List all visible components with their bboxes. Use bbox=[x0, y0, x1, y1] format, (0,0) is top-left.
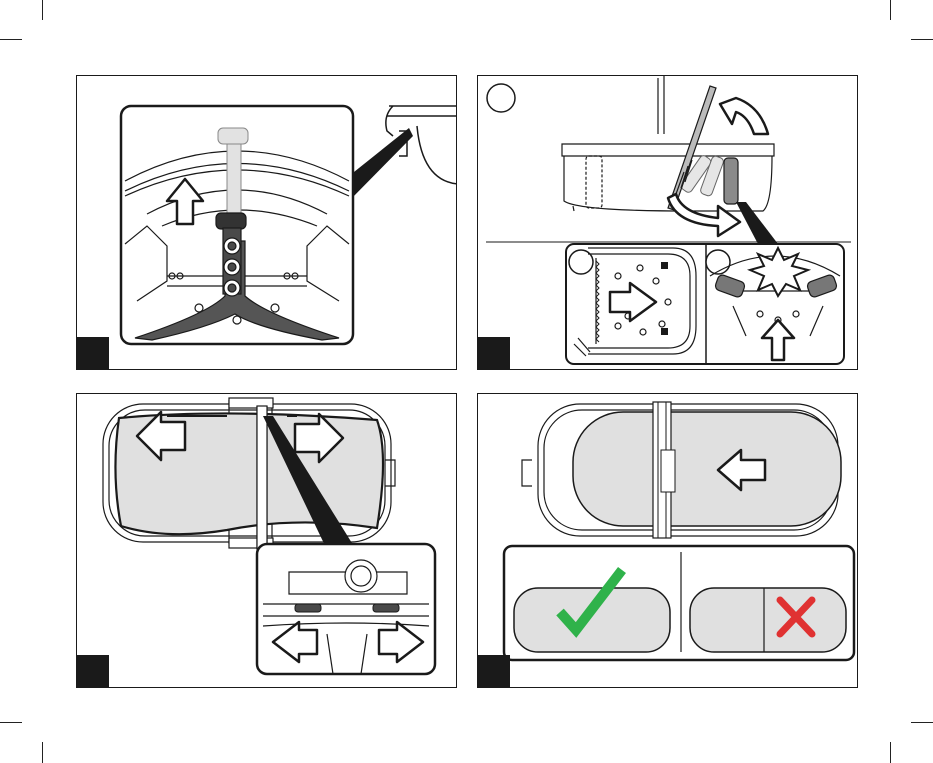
crop-mark bbox=[911, 39, 933, 40]
handle-fold-illustration bbox=[478, 76, 858, 370]
cover-correct bbox=[514, 588, 670, 652]
handle-active bbox=[724, 158, 738, 204]
crop-mark bbox=[911, 722, 933, 723]
crop-mark bbox=[890, 0, 891, 20]
inset-zipper-detail bbox=[257, 544, 435, 674]
cover-remove-illustration bbox=[478, 394, 858, 688]
step-tag bbox=[478, 337, 510, 369]
instruction-panel-1 bbox=[76, 75, 457, 370]
inset-panel-a bbox=[566, 244, 844, 364]
instruction-panel-2 bbox=[477, 75, 858, 370]
step-tag bbox=[77, 337, 109, 369]
step-circle bbox=[706, 250, 730, 274]
instruction-panel-3 bbox=[76, 393, 457, 688]
rotate-arrow-icon bbox=[720, 98, 768, 134]
seat-strap-illustration bbox=[77, 76, 457, 370]
step-tag bbox=[77, 655, 109, 687]
zoom-pointer bbox=[736, 202, 778, 244]
step-tag bbox=[478, 655, 510, 687]
crop-mark bbox=[0, 722, 22, 723]
crop-mark bbox=[42, 0, 43, 20]
step-circle bbox=[487, 84, 515, 112]
crop-mark bbox=[42, 742, 43, 763]
correct-incorrect-comparison bbox=[504, 546, 854, 660]
carrycot-side-view bbox=[486, 76, 851, 242]
crop-mark bbox=[0, 39, 22, 40]
cover-unzip-illustration bbox=[77, 394, 457, 688]
cover-fabric bbox=[573, 412, 841, 526]
instruction-panel-4 bbox=[477, 393, 858, 688]
cover-incorrect bbox=[690, 588, 846, 652]
crop-mark bbox=[890, 742, 891, 763]
zoom-pointer bbox=[349, 128, 413, 201]
